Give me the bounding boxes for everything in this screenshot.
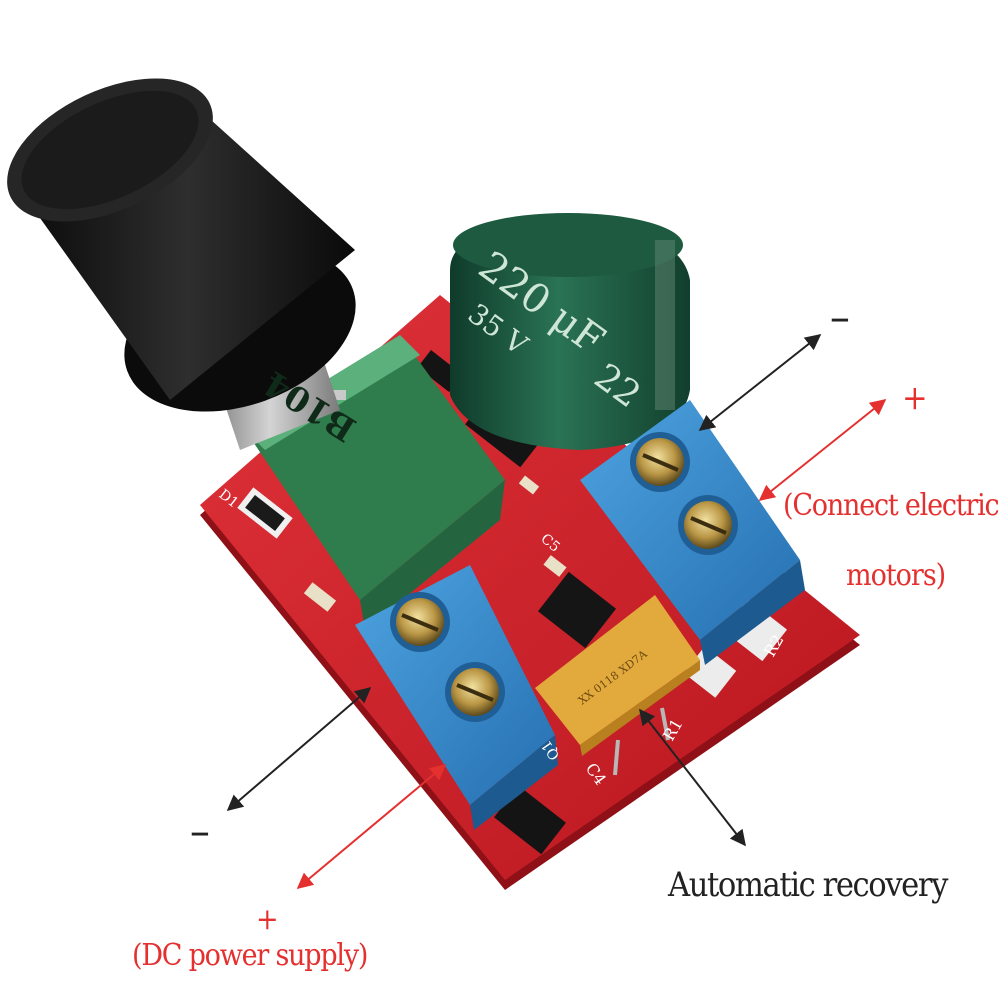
annotation-arrows (226, 334, 887, 890)
power-minus-arrow (226, 686, 372, 812)
motor-label-line2: motors) (846, 558, 946, 593)
motor-plus-arrow (758, 399, 887, 501)
motor-plus-label: + (902, 378, 928, 418)
knob (7, 78, 356, 412)
recovery-arrow (639, 708, 746, 847)
motor-label-line1: (Connect electric (783, 488, 1000, 523)
power-supply-label: (DC power supply) (132, 938, 368, 973)
power-plus-label: + (256, 902, 279, 937)
motor-minus-label: – (830, 292, 850, 343)
power-minus-label: – (190, 806, 210, 857)
motor-terminal-block (580, 400, 805, 665)
motor-minus-arrow (698, 334, 822, 431)
automatic-recovery-label: Automatic recovery (668, 865, 948, 905)
power-plus-arrow (296, 763, 447, 890)
power-terminal-block (355, 565, 558, 830)
capacitor (450, 213, 690, 450)
